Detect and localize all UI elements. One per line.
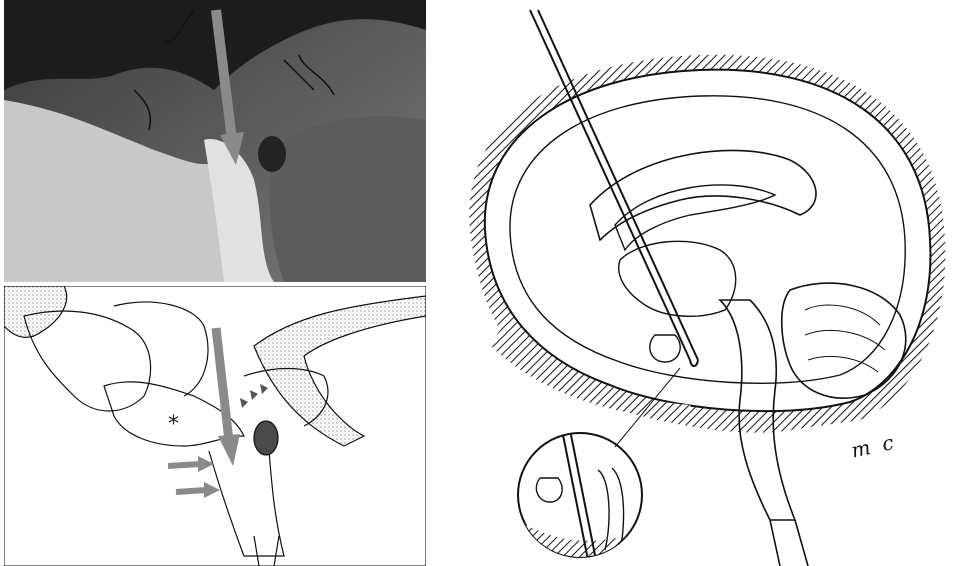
photo-vessel: [258, 136, 286, 172]
photo-right-mass: [270, 116, 426, 282]
sketch-lesion: [254, 421, 278, 455]
schematic-drawing-svg: [4, 286, 426, 566]
magnified-inset: [518, 430, 645, 560]
asterisk-label: *: [168, 412, 179, 437]
spinal-cord: [770, 520, 808, 566]
endoscopic-photograph-svg: [4, 0, 426, 282]
endoscopic-photograph: [4, 0, 426, 282]
sagittal-brain-illustration: [440, 0, 969, 566]
sagittal-brain-svg: [440, 0, 969, 566]
schematic-drawing: [4, 286, 426, 566]
